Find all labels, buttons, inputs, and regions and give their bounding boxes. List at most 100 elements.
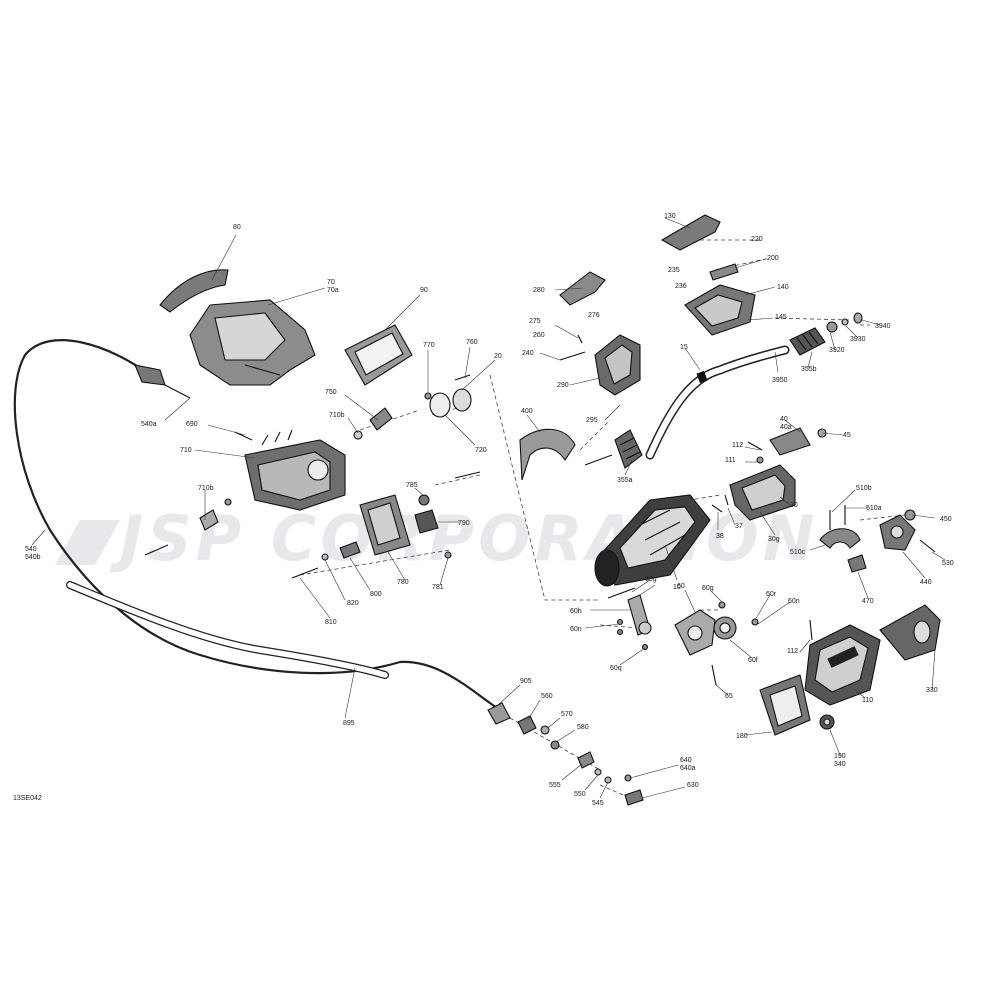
callout-label: 130 [664, 213, 676, 220]
callout-label: 510a [866, 505, 882, 512]
callout-label: 60n [570, 626, 582, 633]
callout-label: 770 [423, 342, 435, 349]
nut-781-icon [444, 551, 452, 559]
callout-label: 45 [843, 432, 851, 439]
nut-60q-icon [641, 643, 649, 651]
callout-label: 20 [494, 353, 502, 360]
cap-3920-icon [826, 321, 838, 333]
windshield-icon [159, 269, 229, 313]
screw-112-icon [747, 441, 763, 451]
plug-710b-icon [199, 509, 219, 531]
callout-label: 450 [940, 516, 952, 523]
pin-37-icon [724, 494, 729, 506]
clip-200-icon [709, 263, 739, 281]
nut-450-icon [904, 509, 916, 521]
clamp-510c-icon [819, 528, 861, 549]
nut-570-icon [540, 725, 550, 735]
callout-label: 15 [680, 344, 688, 351]
screw-260-icon [577, 334, 583, 344]
screw-icon [144, 544, 169, 556]
callout-label: 112 [732, 442, 743, 449]
callout-label: 540 [25, 546, 37, 553]
callout-label: 555 [549, 782, 561, 789]
callout-label: 60f [748, 657, 758, 664]
cylinder-40-icon [769, 427, 811, 456]
switch-240-icon [559, 351, 586, 361]
callout-label: 275 [529, 318, 541, 325]
switch-780-icon [359, 494, 411, 556]
callout-label: 330 [926, 687, 938, 694]
callout-label: 295 [586, 417, 598, 424]
nut-580-icon [550, 740, 560, 750]
callout-label: 40a [780, 424, 792, 431]
gauge-frame-icon [344, 324, 413, 386]
cable-tip-icon [164, 384, 191, 399]
washer-60n-icon [616, 628, 624, 636]
callout-label: 280 [533, 287, 545, 294]
callout-label: 3940 [875, 323, 891, 330]
callout-label: 60g [645, 576, 657, 583]
callout-label: 60q [610, 665, 622, 672]
steering-column-icon [594, 494, 711, 587]
screw-icon [584, 454, 613, 466]
grip-icon [789, 327, 826, 356]
gear-60f-hub-icon [719, 622, 731, 634]
leader-lines [31, 217, 946, 799]
callout-label: 710 [180, 447, 192, 454]
knob-190-inner-icon [823, 718, 831, 726]
callout-label: 3950 [772, 377, 788, 384]
clamp-440-icon [879, 514, 916, 551]
guide-line [299, 549, 451, 576]
sensor-750-icon [369, 407, 393, 431]
callout-label: 37 [735, 523, 743, 530]
callout-label: 220 [751, 236, 763, 243]
block-470-icon [847, 554, 867, 573]
nut-60q-icon [718, 601, 726, 609]
washer-710b-icon [353, 430, 363, 440]
callout-label: 690 [186, 421, 198, 428]
washer-icon [224, 498, 232, 506]
nut-60r-icon [751, 618, 759, 626]
callout-label: 111 [725, 457, 736, 464]
callout-label: 781 [432, 584, 444, 591]
callout-label: 640 [680, 757, 692, 764]
washer-550-icon [594, 768, 602, 776]
callout-label: 30g [768, 536, 780, 543]
callout-label: 710b [329, 412, 345, 419]
screw-530-icon [919, 539, 936, 553]
bezel-180-icon [759, 674, 811, 736]
hood-icon [189, 299, 316, 386]
callout-label: 780 [397, 579, 409, 586]
callout-label: 800 [370, 591, 382, 598]
callout-label: 240 [522, 350, 534, 357]
cap-3940-icon [853, 312, 863, 324]
callout-label: 570 [561, 711, 573, 718]
callout-label: 276 [588, 312, 600, 319]
callout-label: 905 [520, 678, 532, 685]
watermark-text: JSP CORPORATION [109, 502, 819, 575]
nut-560-icon [517, 715, 537, 735]
cover-130-icon [660, 214, 721, 251]
callout-label: 560 [541, 693, 553, 700]
connector-790-icon [414, 509, 439, 534]
callout-label: 820 [347, 600, 359, 607]
pin-38-icon [711, 504, 723, 513]
callout-label: 38 [716, 533, 724, 540]
hose-inner-icon [67, 582, 388, 678]
grip-355a-icon [614, 429, 643, 469]
washer-60n-icon [616, 618, 624, 626]
button-785-icon [418, 494, 430, 506]
callout-label: 810 [325, 619, 337, 626]
callout-label: 180 [736, 733, 748, 740]
callout-label: 550 [574, 791, 586, 798]
guide-line [434, 474, 481, 486]
callout-label: 580 [577, 724, 589, 731]
callout-label: 3920 [829, 347, 845, 354]
screw-icon [454, 471, 481, 479]
handle-cover-icon [879, 604, 941, 661]
tube-band-icon [696, 370, 708, 384]
ring-720-icon [429, 392, 451, 418]
callout-label: 140 [777, 284, 789, 291]
